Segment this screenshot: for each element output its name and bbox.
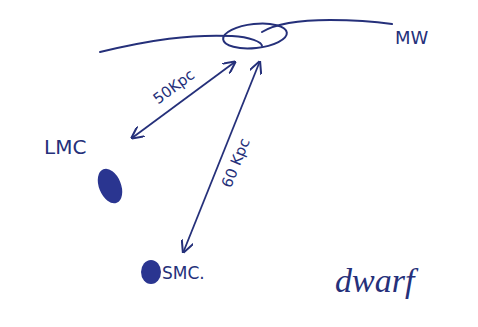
galaxy-arm <box>262 20 392 32</box>
note: dwarf <box>335 262 414 299</box>
body-region: SMC. <box>136 252 211 302</box>
distance-arrow <box>132 62 235 138</box>
smc-blob <box>141 260 161 284</box>
distance-label: 60 Kpc <box>218 134 254 192</box>
object-name: MW <box>395 28 428 48</box>
lmc-blob <box>93 165 127 207</box>
object-name: LMC <box>44 136 86 158</box>
distance-label: 50Kpc <box>149 65 200 108</box>
galaxy-arm <box>100 36 262 52</box>
distance-arrow <box>183 62 259 252</box>
body-region: LMC <box>40 132 132 212</box>
object-name: SMC. <box>162 264 205 283</box>
body-region: MW <box>90 10 450 62</box>
